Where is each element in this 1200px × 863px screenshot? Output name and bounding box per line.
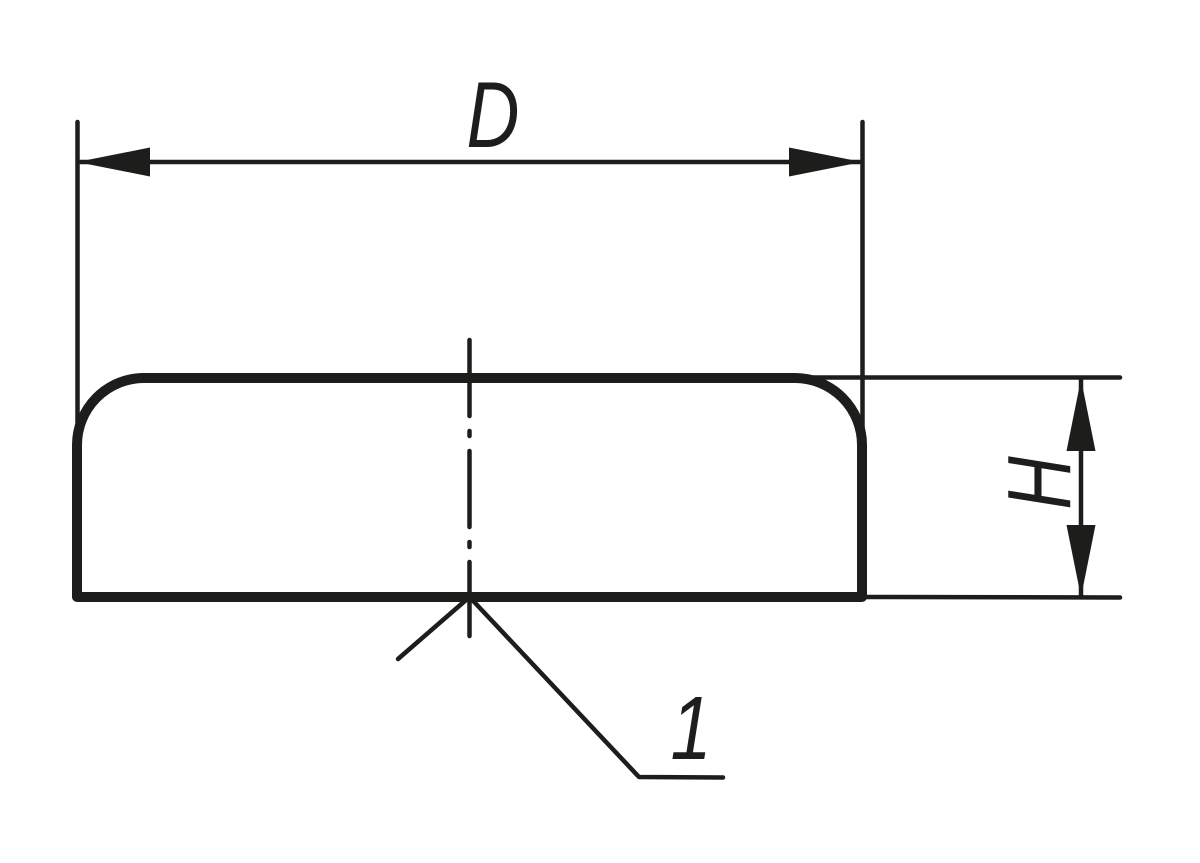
leader-tick-line bbox=[395, 594, 472, 662]
leader-line bbox=[467, 594, 726, 780]
dimension-d: D bbox=[77, 62, 862, 177]
item-number-label: 1 bbox=[670, 679, 711, 779]
part-outline bbox=[72, 373, 867, 602]
dimension-label-h: H bbox=[990, 456, 1090, 510]
dimension-label-d: D bbox=[467, 62, 520, 167]
dimension-h: H bbox=[990, 379, 1096, 597]
arrowhead-down-icon bbox=[1066, 525, 1096, 597]
extension-line-bottom bbox=[859, 594, 1123, 600]
item-callout: 1 bbox=[395, 594, 726, 780]
arrowhead-left-icon bbox=[77, 147, 150, 177]
arrowhead-right-icon bbox=[789, 147, 862, 177]
arrowhead-up-icon bbox=[1066, 379, 1096, 451]
